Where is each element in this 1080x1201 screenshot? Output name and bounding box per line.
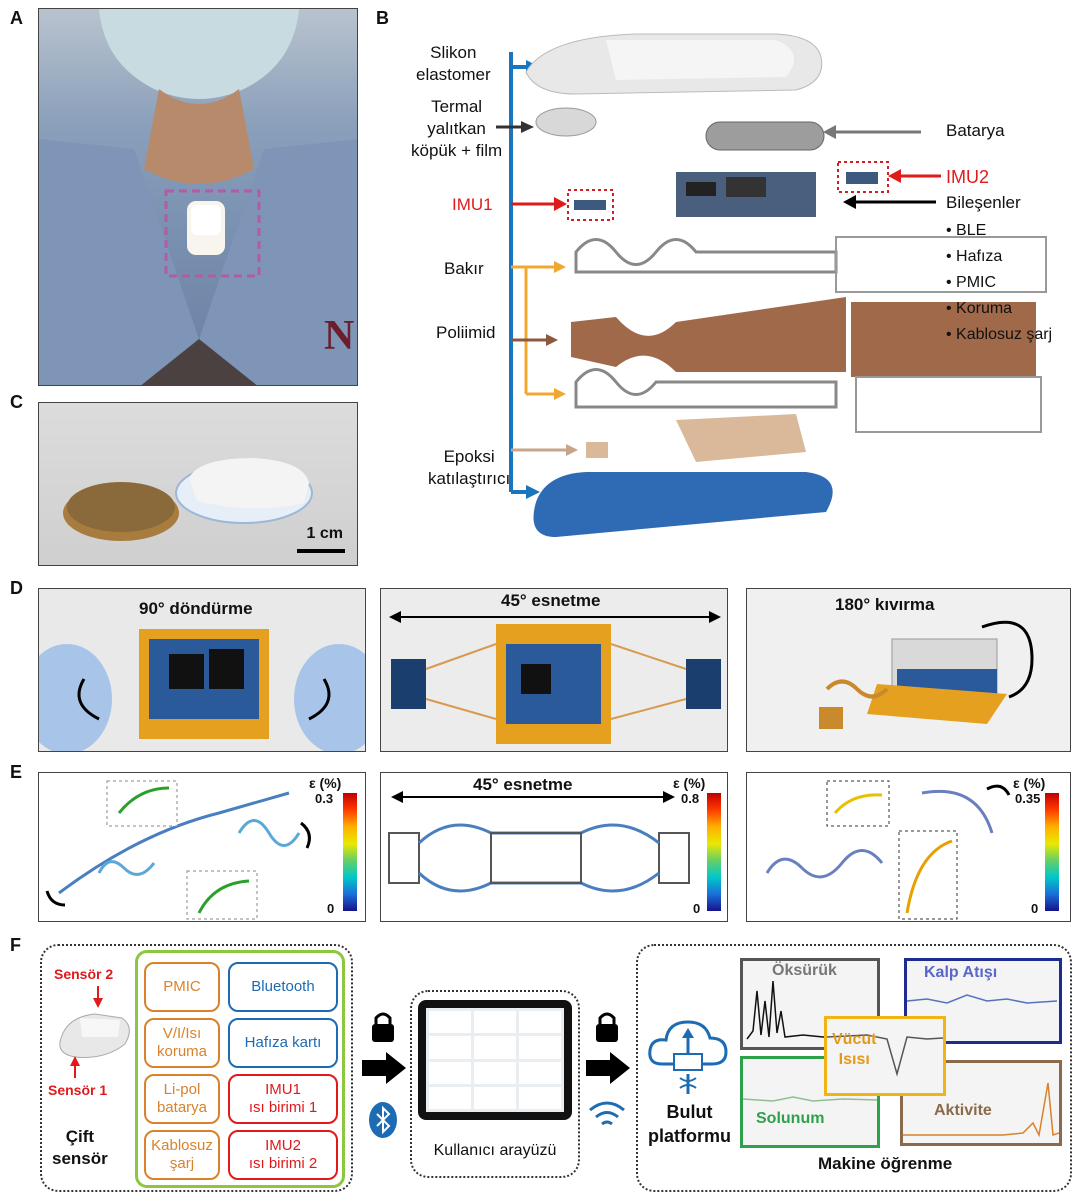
title-activity: Aktivite	[934, 1102, 992, 1119]
panel-label-d: D	[10, 578, 23, 598]
label-sensor2: Sensör 2	[54, 966, 114, 982]
title-heart: Kalp Atışı	[924, 964, 998, 981]
stretch-label: 45° esnetme	[501, 591, 601, 610]
component-item: • Koruma	[946, 300, 1013, 317]
colorbar-1	[343, 793, 357, 911]
label-battery: Batarya	[946, 121, 1005, 140]
cloud-icon	[648, 1020, 728, 1094]
sim-stretch-label: 45° esnetme	[473, 775, 573, 794]
scale-bar	[297, 549, 345, 553]
label-ml: Makine öğrenme	[818, 1154, 953, 1173]
lock-icon	[372, 1012, 394, 1042]
link-ble	[362, 1012, 406, 1138]
label-ui: Kullanıcı arayüzü	[433, 1142, 557, 1159]
breathing-signal	[742, 1096, 878, 1102]
photo-stretch: 45° esnetme	[380, 588, 728, 752]
body-temp-signal	[826, 1034, 944, 1077]
label-imu2: IMU2	[946, 167, 990, 187]
strain-min-1: 0	[327, 901, 335, 916]
frame-dual-sensor	[40, 944, 353, 1192]
heart-signal	[906, 994, 1058, 1004]
strain-max-3: 0.35	[1015, 791, 1041, 806]
box-battery: Li-pol batarya	[144, 1074, 220, 1124]
sim-rotate-illustration	[45, 780, 311, 920]
frame-ui	[410, 990, 580, 1178]
title-cough: Öksürük	[772, 962, 837, 979]
label-cloud: Bulut platformu	[648, 1102, 731, 1146]
panel-label-f: F	[10, 935, 21, 955]
strain-label-2: ε (%)	[673, 775, 706, 791]
photo-neck-device: N	[38, 8, 358, 386]
box-wireless: Kablosuz şarj	[144, 1130, 220, 1180]
device-coin-illustration	[63, 458, 313, 541]
sim-rotate: ε (%) 0.3 0	[38, 772, 366, 922]
tablet-screen	[426, 1008, 564, 1112]
label-dual-sensor: Çift sensör	[52, 1127, 108, 1168]
fold-illustration	[819, 620, 1034, 729]
frame-components	[135, 950, 345, 1188]
panel-label-a: A	[10, 8, 23, 28]
strain-min-2: 0	[693, 901, 701, 916]
rotate-illustration	[39, 629, 365, 751]
label-sensor1: Sensör 1	[48, 1082, 108, 1098]
component-item: • Hafıza	[946, 248, 1003, 265]
title-body-temp: Vücut Isısı	[832, 1031, 877, 1068]
panel-label-c: C	[10, 392, 23, 412]
sim-stretch: 45° esnetme ε (%) 0.8 0	[380, 772, 728, 922]
chart-body-temp	[824, 1016, 946, 1096]
bluetooth-icon	[369, 1102, 397, 1138]
photo-rotate: 90° döndürme	[38, 588, 366, 752]
photo-device-coin: 1 cm	[38, 402, 358, 566]
neck-illustration: N	[39, 9, 357, 385]
panel-label-e: E	[10, 762, 23, 782]
component-item: • BLE	[946, 222, 987, 239]
scale-bar-label: 1 cm	[306, 525, 343, 542]
component-item: • PMIC	[946, 274, 997, 291]
rotate-label: 90° döndürme	[139, 599, 253, 618]
label-polyimide: Poliimid	[436, 323, 496, 342]
box-imu1: IMU1 ısı birimi 1	[228, 1074, 338, 1124]
photo-fold: 180° kıvırma	[746, 588, 1071, 752]
panel-label-b: B	[376, 8, 389, 28]
component-list: • BLE • Hafıza • PMIC • Koruma • Kablosu…	[946, 218, 1052, 348]
activity-signal	[903, 1082, 1060, 1138]
svg-text:N: N	[324, 313, 354, 359]
strain-min-3: 0	[1031, 901, 1039, 916]
stretch-illustration	[389, 611, 721, 744]
link-wifi	[586, 1012, 630, 1126]
frame-cloud	[636, 944, 1072, 1192]
sim-fold: ε (%) 0.35 0	[746, 772, 1071, 922]
strain-max-1: 0.3	[315, 791, 334, 806]
box-memory: Hafıza kartı	[228, 1018, 338, 1068]
fold-label: 180° kıvırma	[835, 595, 935, 614]
box-imu2: IMU2 ısı birimi 2	[228, 1130, 338, 1180]
right-arrow-icon	[362, 1052, 406, 1084]
component-item: • Kablosuz şarj	[946, 326, 1053, 343]
tablet	[418, 1000, 572, 1120]
colorbar-3	[1045, 793, 1059, 911]
strain-label-1: ε (%)	[309, 775, 342, 791]
label-copper: Bakır	[444, 259, 484, 278]
label-thermal: Termal yalıtkan köpük + film	[411, 97, 503, 160]
strain-max-2: 0.8	[681, 791, 700, 806]
label-components: Bileşenler	[946, 193, 1021, 212]
strain-label-3: ε (%)	[1013, 775, 1046, 791]
right-arrow-icon	[586, 1052, 630, 1084]
dual-sensor-illustration	[59, 986, 130, 1078]
title-breathing: Solunum	[756, 1110, 825, 1127]
label-imu1: IMU1	[452, 195, 493, 214]
label-silicone: Slikon elastomer	[416, 43, 491, 84]
exploded-view-diagram	[496, 33, 1047, 537]
box-bluetooth: Bluetooth	[228, 962, 338, 1012]
lock-icon	[596, 1012, 618, 1042]
wifi-icon	[589, 1101, 625, 1126]
sim-fold-illustration	[765, 780, 1011, 920]
box-pmic: PMIC	[144, 962, 220, 1012]
box-protection: V/I/Isı koruma	[144, 1018, 220, 1068]
label-epoxy: Epoksi katılaştırıcı	[428, 447, 511, 488]
colorbar-2	[707, 793, 721, 911]
cough-signal	[746, 980, 874, 1040]
sim-stretch-illustration	[388, 791, 690, 893]
